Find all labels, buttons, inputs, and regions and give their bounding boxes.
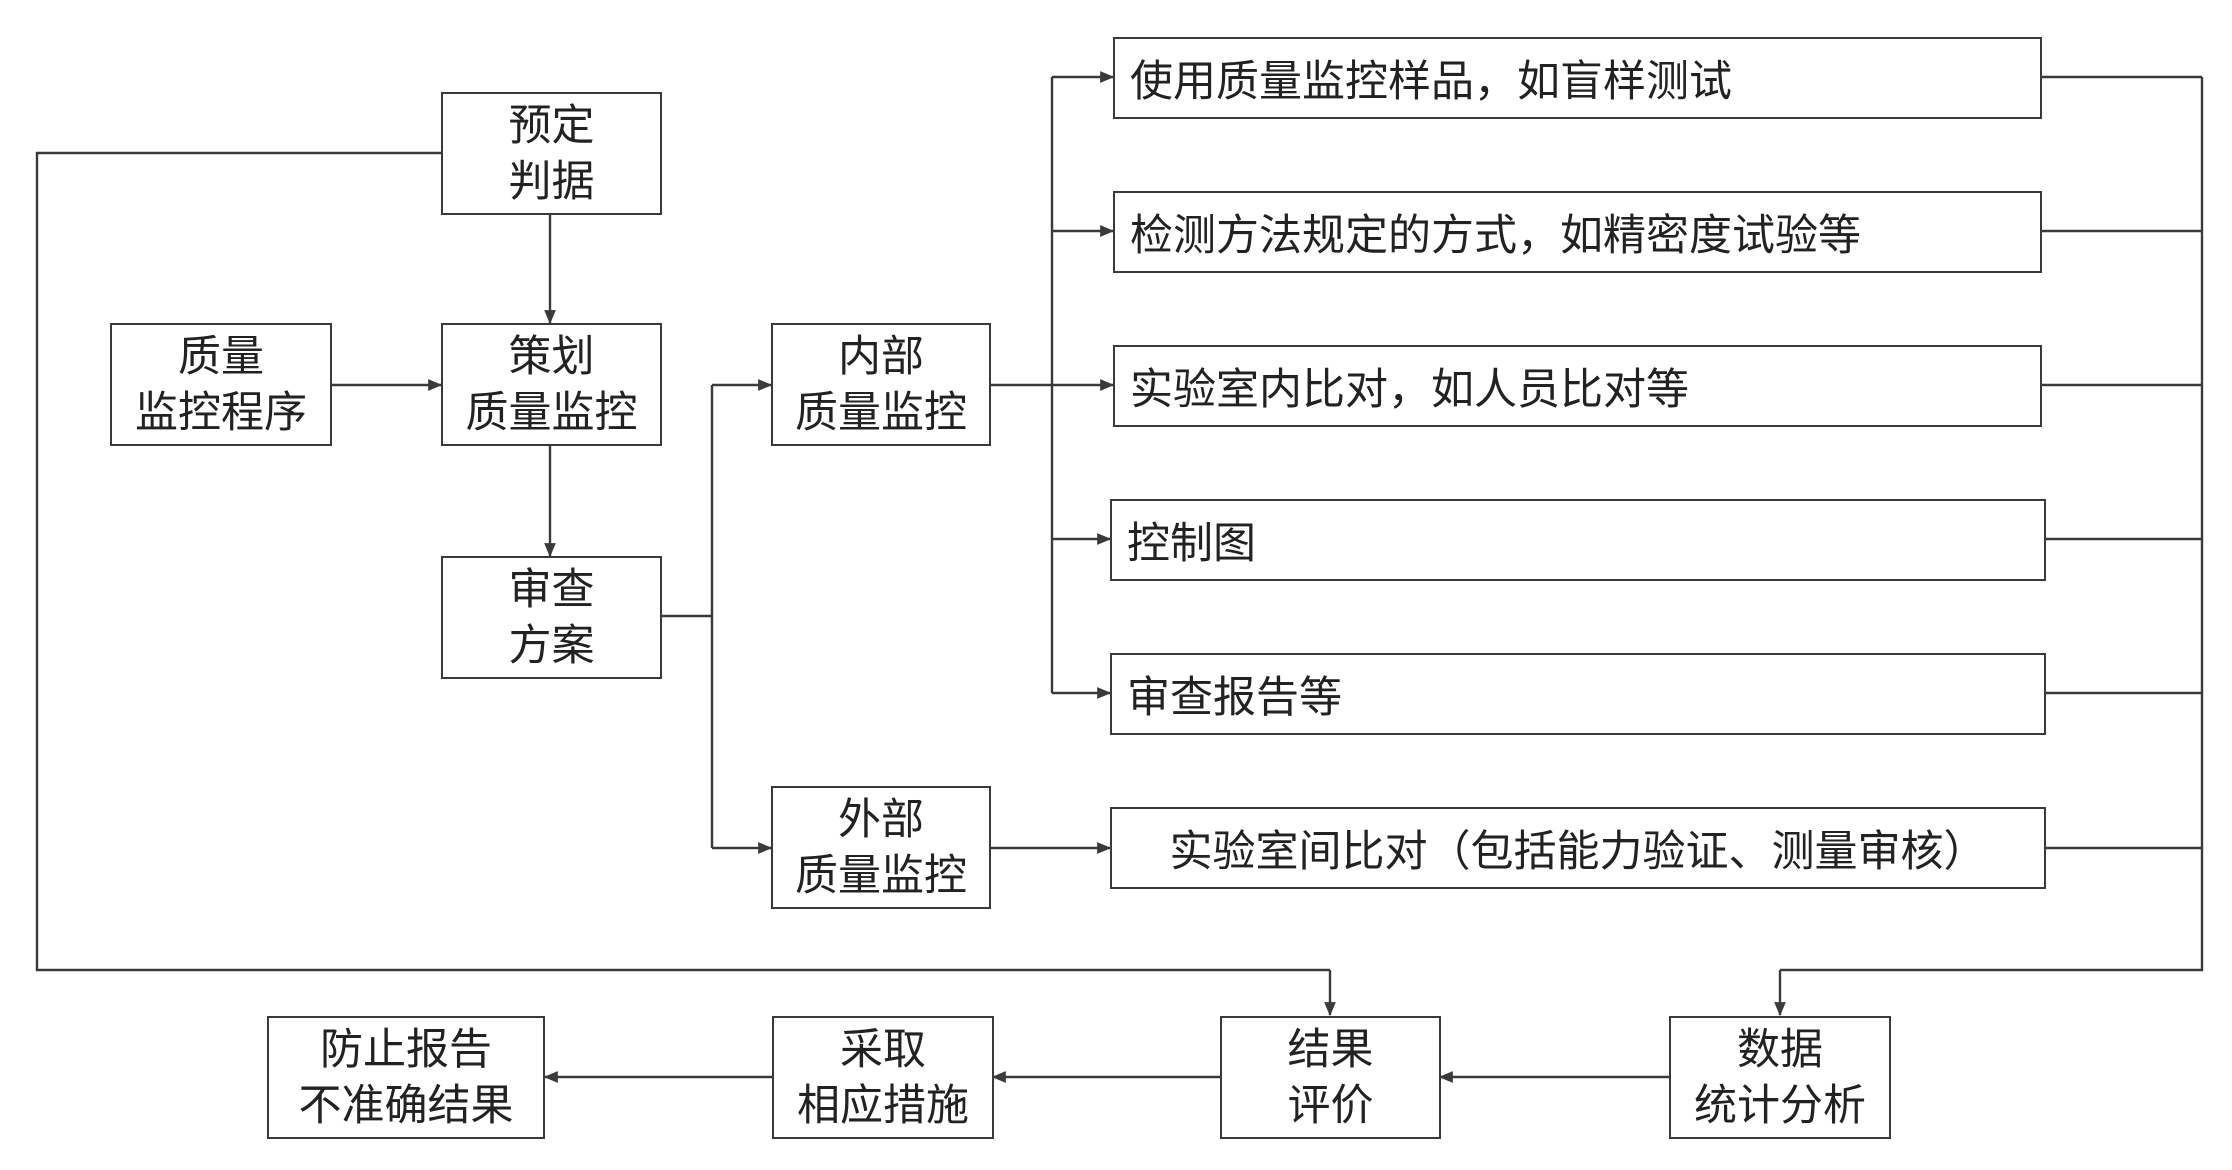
method-box-3: 实验室内比对，如人员比对等 <box>1113 345 2042 427</box>
planning-line-2: 质量监控 <box>465 387 638 438</box>
internal-monitoring-node: 内部 质量监控 <box>771 323 991 446</box>
internal-line-1: 内部 <box>838 331 924 382</box>
method-label-1: 使用质量监控样品，如盲样测试 <box>1130 57 1732 107</box>
measures-line-1: 采取 <box>840 1024 926 1075</box>
external-monitoring-node: 外部 质量监控 <box>771 786 991 909</box>
data-analysis-node: 数据 统计分析 <box>1669 1016 1891 1139</box>
interlab-comparison-label: 实验室间比对（包括能力验证、测量审核） <box>1169 827 1987 877</box>
planning-line-1: 策划 <box>508 331 595 382</box>
evaluation-line-1: 结果 <box>1287 1024 1374 1075</box>
data-analysis-line-2: 统计分析 <box>1694 1080 1866 1131</box>
prevent-node: 防止报告 不准确结果 <box>267 1016 545 1139</box>
procedure-node: 质量 监控程序 <box>110 323 332 446</box>
procedure-line-1: 质量 <box>178 331 264 382</box>
criteria-line-2: 判据 <box>508 156 595 207</box>
evaluation-node: 结果 评价 <box>1220 1016 1441 1139</box>
line-right-collector <box>1780 77 2204 972</box>
review-plan-line-2: 方案 <box>508 620 595 671</box>
internal-line-2: 质量监控 <box>795 387 967 438</box>
prevent-line-1: 防止报告 <box>320 1024 492 1075</box>
review-plan-line-1: 审查 <box>508 564 595 615</box>
method-box-2: 检测方法规定的方式，如精密度试验等 <box>1113 191 2042 273</box>
method-label-2: 检测方法规定的方式，如精密度试验等 <box>1130 211 1861 261</box>
method-box-1: 使用质量监控样品，如盲样测试 <box>1113 37 2042 119</box>
evaluation-line-2: 评价 <box>1287 1080 1374 1131</box>
measures-line-2: 相应措施 <box>797 1080 969 1131</box>
method-box-5: 审查报告等 <box>1110 653 2046 735</box>
interlab-comparison-box: 实验室间比对（包括能力验证、测量审核） <box>1110 807 2046 889</box>
method-label-5: 审查报告等 <box>1127 673 1342 723</box>
external-line-1: 外部 <box>838 794 924 845</box>
procedure-line-2: 监控程序 <box>135 387 307 438</box>
line-criteria-loop <box>35 151 1330 972</box>
external-line-2: 质量监控 <box>795 850 967 901</box>
planning-node: 策划 质量监控 <box>441 323 662 446</box>
measures-node: 采取 相应措施 <box>772 1016 994 1139</box>
method-label-3: 实验室内比对，如人员比对等 <box>1130 365 1689 415</box>
review-plan-node: 审查 方案 <box>441 556 662 679</box>
prevent-line-2: 不准确结果 <box>298 1080 514 1131</box>
criteria-node: 预定 判据 <box>441 92 662 215</box>
data-analysis-line-1: 数据 <box>1737 1024 1823 1075</box>
method-box-4: 控制图 <box>1110 499 2046 581</box>
criteria-line-1: 预定 <box>508 100 595 151</box>
method-label-4: 控制图 <box>1127 519 1256 569</box>
